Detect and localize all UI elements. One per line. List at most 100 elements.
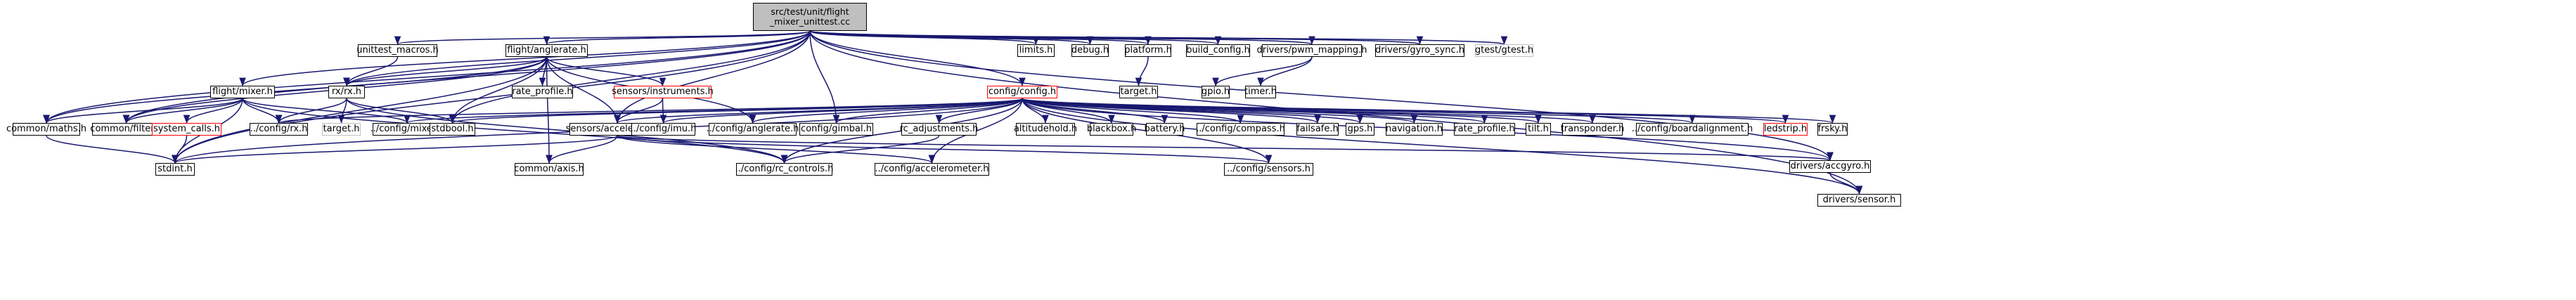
node-system-calls-h[interactable]: system_calls.h <box>152 123 221 136</box>
node-label: common/filter.h <box>90 123 162 134</box>
node-label: drivers/gyro_sync.h <box>1374 44 1465 56</box>
node-build-config-h[interactable]: build_config.h <box>1186 44 1250 57</box>
node-drivers-sensor-h[interactable]: drivers/sensor.h <box>1817 194 1901 207</box>
edge-anglerate-to-stdint <box>172 56 548 164</box>
node-rc-adjustments-h[interactable]: rc_adjustments.h <box>899 123 979 136</box>
node-battery-h[interactable]: battery.h <box>1144 123 1185 136</box>
node-config-boardalignment-h[interactable]: ../config/boardalignment.h <box>1632 123 1753 136</box>
node-rate-profile-h-2[interactable]: rate_profile.h <box>1454 123 1515 136</box>
node-altitudehold-h[interactable]: altitudehold.h <box>1013 123 1078 136</box>
node-drivers-accgyro-h[interactable]: drivers/accgyro.h <box>1789 160 1871 173</box>
node-failsafe-h[interactable]: failsafe.h <box>1296 123 1339 136</box>
node-label: battery.h <box>1144 123 1185 134</box>
node-config-config-h[interactable]: config/config.h <box>987 86 1057 98</box>
node-flight-anglerate-h[interactable]: flight/anglerate.h <box>505 44 588 57</box>
node-label: ../config/compass.h <box>1196 123 1285 134</box>
edge-root-to-stdint <box>172 30 811 164</box>
node-drivers-gyro-sync-h[interactable]: drivers/gyro_sync.h <box>1375 44 1464 57</box>
node-label: blackbox.h <box>1086 123 1137 134</box>
edge-pwm_mapping-to-gpio <box>1212 56 1313 86</box>
edge-acceleration-to-cfg_sensors <box>617 135 1272 164</box>
node-label: drivers/accgyro.h <box>1790 160 1870 171</box>
node-target-h-external: target.h <box>322 123 361 136</box>
node-config-sensors-h[interactable]: ../config/sensors.h <box>1224 163 1313 176</box>
node-label: rc_adjustments.h <box>899 123 979 134</box>
edge-config-to-cfg_compass <box>1022 98 1244 124</box>
edge-anglerate-to-maths <box>43 56 548 124</box>
node-gps-h[interactable]: gps.h <box>1346 123 1374 136</box>
node-label: gtest/gtest.h <box>1474 44 1534 56</box>
node-label: sensors/instruments.h <box>612 86 714 97</box>
edge-config-to-cfg_anglerate <box>749 98 1023 124</box>
edge-root-to-gtest <box>809 30 1507 45</box>
node-label: rate_profile.h <box>1454 123 1515 134</box>
node-timer-h[interactable]: timer.h <box>1244 86 1277 98</box>
node-label: flight/anglerate.h <box>507 44 586 56</box>
node-stdint-h[interactable]: stdint.h <box>155 163 195 176</box>
node-config-compass-h[interactable]: ../config/compass.h <box>1196 123 1285 136</box>
node-drivers-pwm-mapping-h[interactable]: drivers/pwm_mapping.h <box>1256 44 1367 57</box>
node-common-maths-h[interactable]: common/maths.h <box>6 123 86 136</box>
node-label: limits.h <box>1019 44 1053 56</box>
edge-rx-to-target_ext <box>337 98 347 124</box>
node-label: debug.h <box>1071 44 1109 56</box>
node-config-mixer-h[interactable]: ../config/mixer.h <box>371 123 444 136</box>
edge-config-to-cfg_boardalignment <box>1022 98 1696 124</box>
edge-mixer-to-system_calls <box>183 98 243 124</box>
node-label: stdbool.h <box>431 123 474 134</box>
node-config-gimbal-h[interactable]: config/gimbal.h <box>799 123 873 136</box>
node-label: tilt.h <box>1528 123 1549 134</box>
node-platform-h[interactable]: platform.h <box>1124 44 1172 57</box>
node-sensors-instruments-h[interactable]: sensors/instruments.h <box>612 86 714 98</box>
edge-mixer-to-cfg_mixer <box>242 98 411 124</box>
node-gtest-h: gtest/gtest.h <box>1475 44 1533 57</box>
node-rate-profile-h[interactable]: rate_profile.h <box>512 86 573 98</box>
node-label: rx/rx.h <box>331 86 362 97</box>
node-blackbox-h[interactable]: blackbox.h <box>1086 123 1137 136</box>
dependency-edges <box>43 30 1863 195</box>
node-label: ../config/accelerometer.h <box>875 163 989 174</box>
node-rx-rx-h[interactable]: rx/rx.h <box>328 86 365 98</box>
edge-anglerate-to-stdbool <box>449 56 548 124</box>
node-flight-mixer-unittest-cc[interactable]: src/test/unit/flight_mixer_unittest.cc <box>753 3 867 31</box>
node-flight-mixer-h[interactable]: flight/mixer.h <box>210 86 275 98</box>
node-label: ../config/rx.h <box>250 123 308 134</box>
edge-acceleration-to-accgyro <box>617 135 1833 161</box>
node-label: flight/mixer.h <box>212 86 273 97</box>
node-navigation-h[interactable]: navigation.h <box>1386 123 1443 136</box>
node-tilt-h[interactable]: tilt.h <box>1526 123 1551 136</box>
node-debug-h[interactable]: debug.h <box>1071 44 1109 57</box>
node-label: drivers/pwm_mapping.h <box>1256 44 1367 56</box>
node-transponder-h[interactable]: transponder.h <box>1561 123 1624 136</box>
edge-config-to-cfg_rx <box>276 98 1023 124</box>
node-common-filter-h[interactable]: common/filter.h <box>90 123 162 136</box>
node-target-h[interactable]: target.h <box>1119 86 1158 98</box>
node-label: config/config.h <box>988 86 1057 97</box>
node-label: gps.h <box>1347 123 1373 134</box>
node-label: unittest_macros.h <box>356 44 439 56</box>
edge-root-to-maths <box>43 30 811 124</box>
node-gpio-h[interactable]: gpio.h <box>1202 86 1230 98</box>
edge-root-to-stdbool <box>449 30 811 124</box>
node-label: altitudehold.h <box>1013 123 1078 134</box>
edge-mixer-to-cfg_rc_controls <box>242 98 788 164</box>
node-stdbool-h[interactable]: stdbool.h <box>430 123 475 136</box>
node-config-imu-h[interactable]: ../config/imu.h <box>631 123 696 136</box>
node-limits-h[interactable]: limits.h <box>1017 44 1055 57</box>
node-config-anglerate-h[interactable]: ../config/anglerate.h <box>707 123 799 136</box>
node-config-accelerometer-h[interactable]: ../config/accelerometer.h <box>875 163 989 176</box>
edge-rx-to-cfg_rc_controls <box>346 98 788 164</box>
node-ledstrip-h[interactable]: ledstrip.h <box>1763 123 1808 136</box>
edge-config-to-blackbox <box>1022 98 1115 124</box>
node-unittest-macros-h[interactable]: unittest_macros.h <box>356 44 439 57</box>
node-common-axis-h[interactable]: common/axis.h <box>514 163 584 176</box>
edge-maths-to-stdint <box>46 135 179 164</box>
node-frsky-h[interactable]: frsky.h <box>1817 123 1848 136</box>
edge-root-to-config <box>809 30 1026 86</box>
node-config-rc-controls-h[interactable]: ../config/rc_controls.h <box>735 163 833 176</box>
node-config-rx-h[interactable]: ../config/rx.h <box>250 123 308 136</box>
edge-root-to-accgyro <box>809 30 1834 161</box>
node-label: target.h <box>1120 86 1157 97</box>
edge-root-to-anglerate <box>543 30 811 45</box>
edge-root-to-acceleration <box>614 30 811 124</box>
